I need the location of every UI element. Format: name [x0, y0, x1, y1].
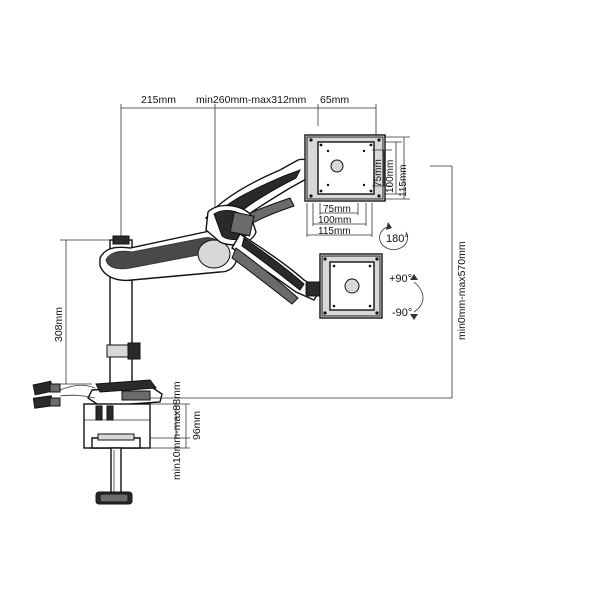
- vesa-horizontal-dimensions: [306, 203, 373, 237]
- clamp-dimensions: [150, 403, 190, 449]
- lower-gas-arm: [231, 233, 323, 305]
- clamp-depth-label: 96mm: [191, 411, 203, 440]
- height-range-dimension: [150, 165, 453, 399]
- height-range-label: min0mm-max570mm: [456, 241, 468, 340]
- pole-height-label: 308mm: [53, 307, 65, 342]
- tilt-indicator: [410, 274, 424, 320]
- clamp-range-label: min10mm-max88mm: [171, 381, 183, 480]
- tilt-up-label: +90°: [389, 273, 412, 285]
- offset-dimension-label: 215mm: [141, 94, 176, 106]
- top-dimension-line: [120, 104, 377, 240]
- vesa-horizontal-75-label: 75mm: [323, 204, 351, 215]
- pole-height-dimension: [60, 239, 110, 385]
- rotate-indicator: [379, 222, 408, 250]
- rotate-label: 180°: [386, 233, 409, 245]
- arm-reach-dimension-label: min260mm-max312mm: [196, 94, 307, 106]
- vesa-vertical-75-label: 75mm: [373, 159, 384, 187]
- tilt-down-label: -90°: [392, 307, 412, 319]
- cable-plugs: [32, 380, 96, 409]
- vesa-vertical-dimensions: [372, 136, 410, 200]
- central-joint: [205, 204, 257, 246]
- vesa-horizontal-100-label: 100mm: [318, 215, 351, 226]
- vesa-offset-dimension-label: 65mm: [320, 94, 349, 106]
- vesa-vertical-100-label: 100mm: [385, 160, 396, 193]
- lower-arm: [99, 230, 238, 282]
- vesa-vertical-115-label: 115mm: [398, 164, 409, 197]
- vesa-horizontal-115-label: 115mm: [318, 226, 351, 237]
- top-vesa-plate: [304, 134, 386, 202]
- base-plate: [87, 379, 163, 407]
- lower-vesa-plate: [319, 253, 383, 319]
- desk-clamp: [83, 403, 151, 505]
